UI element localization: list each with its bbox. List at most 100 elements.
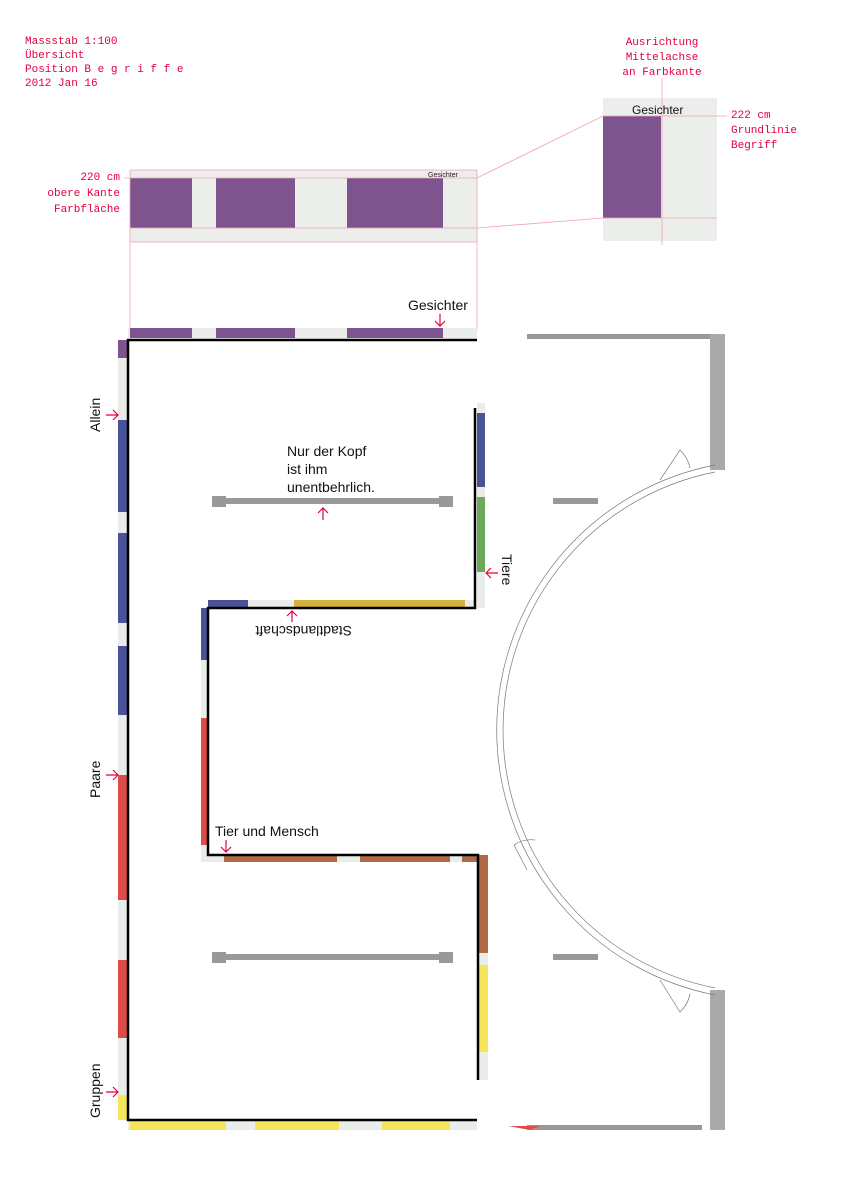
wall-strip-yellow — [382, 1121, 450, 1130]
wall-strip-green — [477, 497, 485, 572]
arrow-right-icon — [106, 1086, 119, 1098]
date-note: 2012 Jan 16 — [25, 78, 98, 90]
partition-wall — [553, 498, 598, 504]
wall-strip-light — [477, 403, 485, 413]
baseline-note: Begriff — [731, 140, 777, 152]
alignment-note: Mittelachse — [626, 52, 699, 64]
label-allein: Allein — [87, 398, 103, 432]
door-swing — [659, 979, 691, 1013]
wall-strip-light — [477, 572, 485, 608]
wall-strip-blue — [208, 600, 248, 608]
label-stadtlandschaft: Stadtlandschaft — [255, 623, 352, 639]
alignment-note: Ausrichtung — [626, 37, 699, 49]
red-marker — [508, 1126, 540, 1130]
label-paare: Paare — [87, 760, 103, 798]
partition-wall — [553, 954, 598, 960]
wall-strip-light — [443, 328, 477, 338]
arrow-down-icon — [434, 314, 446, 327]
partition-cap — [212, 952, 226, 963]
outer-wall — [126, 338, 477, 1122]
wall-strip-light — [192, 328, 216, 338]
wall-strip-light — [118, 512, 128, 533]
arrow-up-icon — [317, 507, 329, 520]
label-tiere: Tiere — [499, 554, 515, 586]
exterior-wall — [710, 990, 725, 1130]
partition-cap — [212, 496, 226, 507]
baseline-note: 222 cm — [731, 110, 771, 122]
wall-strip-purple — [216, 328, 295, 338]
wall-strip-purple — [130, 328, 192, 338]
scale-note: Massstab 1:100 — [25, 36, 117, 48]
wall-strip-red — [118, 960, 128, 1038]
height-note: Farbfläche — [54, 204, 120, 216]
color-panel — [603, 116, 661, 218]
wall-strip-light — [450, 855, 462, 862]
wall-strip-blue — [118, 646, 128, 715]
color-panel — [347, 178, 443, 228]
position-note: Position B e g r i f f e — [25, 64, 183, 76]
elevation-term: Gesichter — [428, 172, 459, 179]
wall-strip-brown — [224, 855, 337, 862]
arrow-up-icon — [286, 610, 298, 622]
wall-color-strips — [118, 328, 488, 1130]
wall-strip-blue — [201, 608, 209, 660]
label-gesichter: Gesichter — [408, 297, 468, 313]
arrow-right-icon — [106, 769, 119, 781]
exterior-wall — [710, 334, 725, 470]
wall-strip-light — [337, 855, 360, 862]
color-panel — [216, 178, 295, 228]
alignment-note: an Farbkante — [622, 67, 701, 79]
wall-strip-light — [465, 600, 476, 608]
wall-strip-light — [295, 328, 347, 338]
wall-strip-light — [477, 487, 485, 497]
wall-strip-light — [118, 715, 128, 775]
wall-strip-yellow — [130, 1121, 226, 1130]
overview-note: Übersicht — [25, 49, 84, 62]
guide-line — [476, 115, 604, 179]
wall-strip-yellow — [479, 965, 488, 1052]
wall-strip-light — [118, 358, 128, 420]
partition-cap — [439, 952, 453, 963]
wall-strip-yellow — [118, 1095, 128, 1120]
label-tier-und-mensch: Tier und Mensch — [215, 823, 319, 839]
height-note: obere Kante — [47, 188, 120, 200]
wall-strip-blue — [477, 413, 485, 487]
label-gruppen: Gruppen — [87, 1064, 103, 1118]
wall-strip-light — [118, 623, 128, 646]
exterior-wall — [527, 334, 712, 339]
curved-facade — [496, 449, 716, 1013]
baseline-note: Grundlinie — [731, 125, 797, 137]
partition-wall — [212, 954, 452, 960]
wall-strip-light — [479, 953, 488, 965]
wall-strip-blue — [118, 533, 128, 623]
partitions — [212, 334, 725, 1130]
arrow-right-icon — [106, 409, 119, 421]
wall-strip-light — [118, 900, 128, 960]
wall-strip-light — [226, 1121, 255, 1130]
wall-strip-light — [118, 1038, 128, 1095]
door-swing — [513, 839, 536, 871]
guide-line — [476, 217, 604, 229]
wall-strip-light — [479, 1052, 488, 1080]
wall-strip-light — [128, 1121, 130, 1130]
wall-strip-light — [339, 1121, 382, 1130]
facade-arc — [496, 464, 716, 996]
wall-strip-brown — [462, 855, 478, 862]
height-note: 220 cm — [80, 172, 120, 184]
wall-strip-red — [201, 718, 209, 845]
arrow-left-icon — [485, 567, 498, 579]
wall-strip-light — [450, 1121, 477, 1130]
quote-line: Nur der Kopf — [287, 443, 366, 459]
wall-strip-brown — [360, 855, 450, 862]
wall-strip-red — [118, 775, 128, 900]
door-swing — [659, 449, 691, 481]
color-panel — [130, 178, 192, 228]
wall-strip-gold — [294, 600, 465, 608]
side-elevation: Gesichter Ausrichtung Mittelachse an Far… — [476, 37, 797, 245]
quote-line: ist ihm — [287, 461, 327, 477]
partition-wall — [212, 498, 452, 504]
plan-labels: Gesichter Allein Paare Gruppen Nur der K… — [87, 297, 515, 1118]
wall-strip-light — [208, 855, 224, 862]
facade-arc — [502, 471, 716, 989]
